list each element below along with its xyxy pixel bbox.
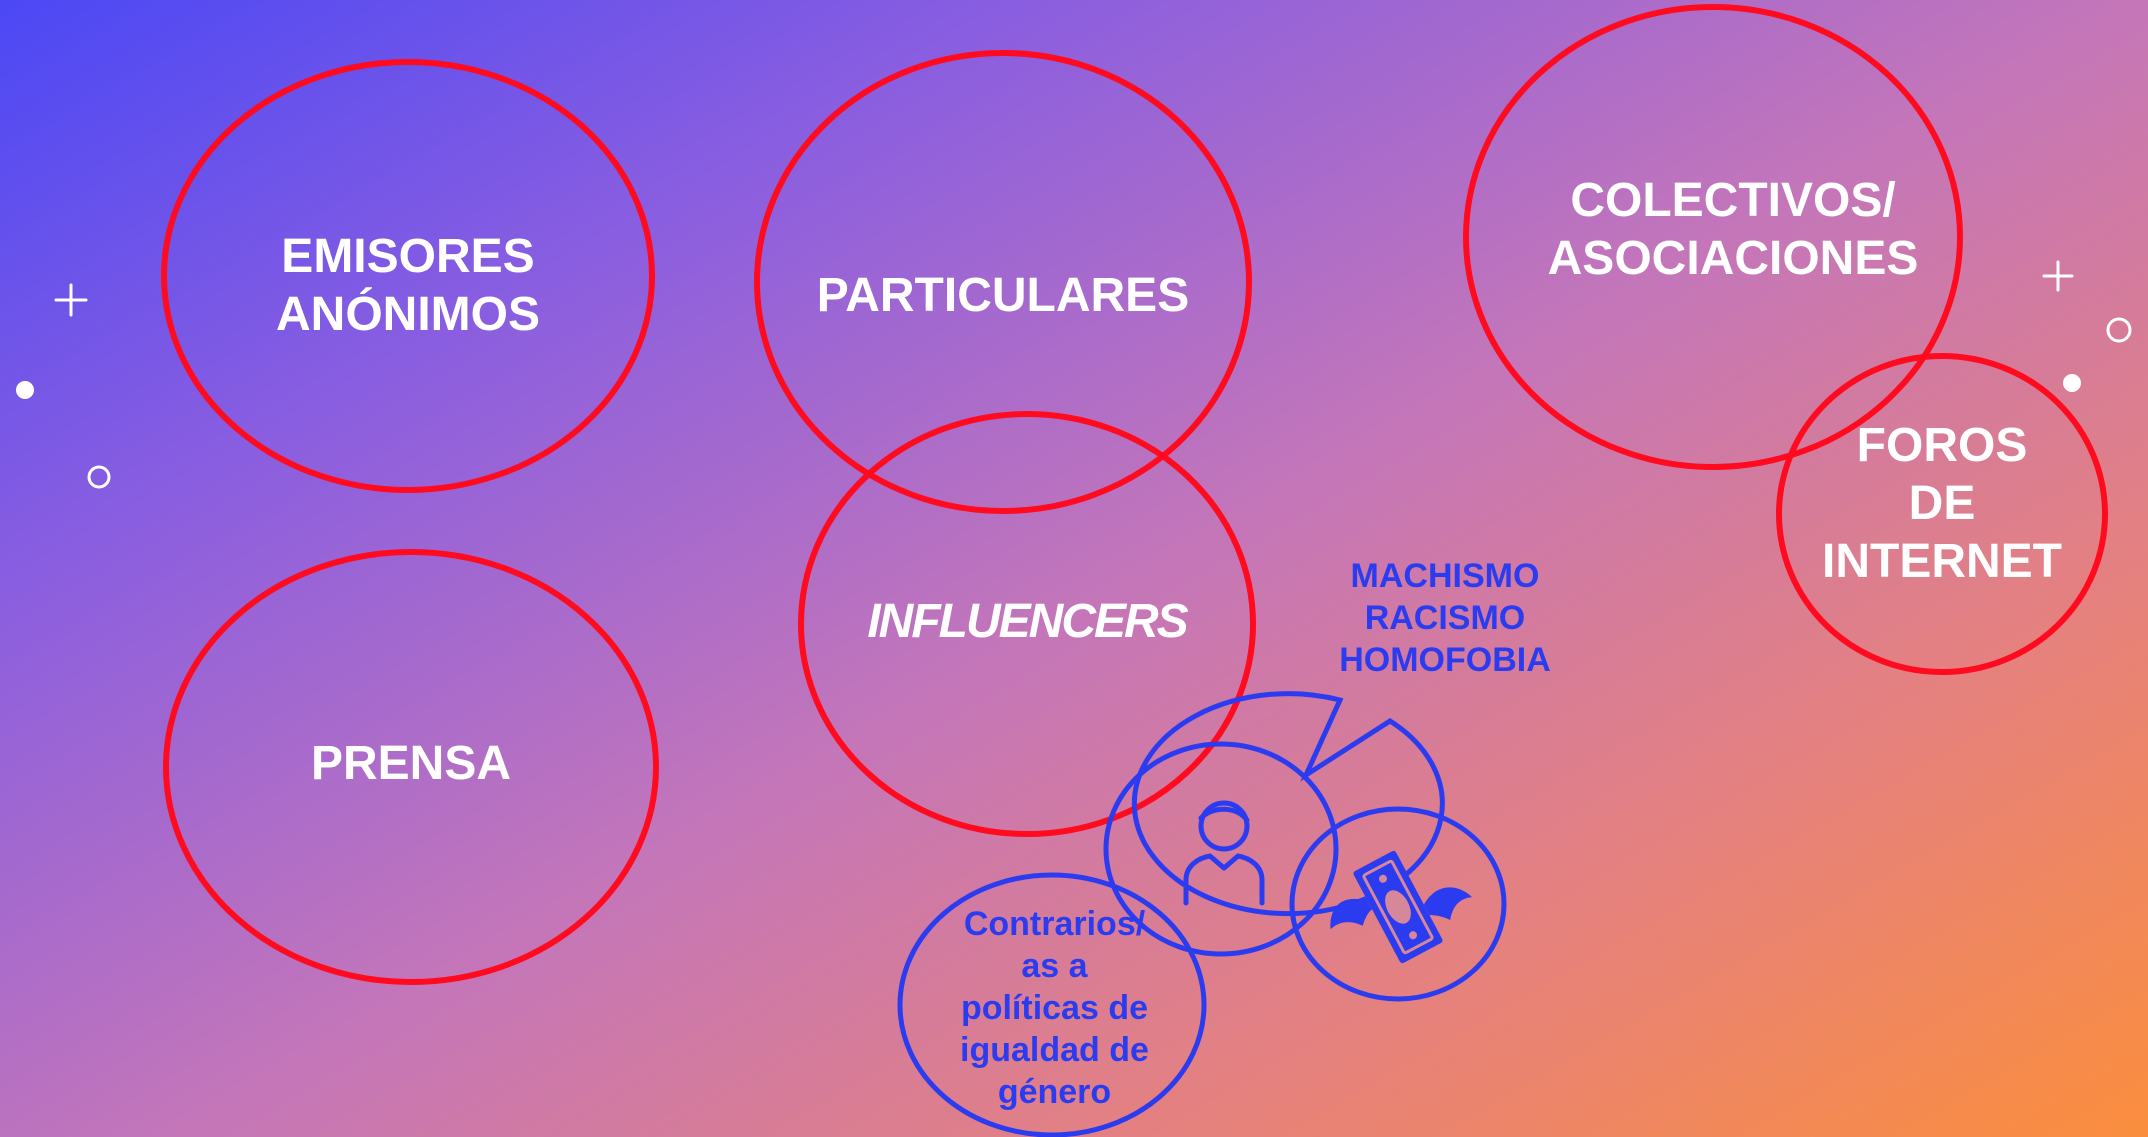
plus-icon [54, 283, 88, 317]
contrarios-label: Contrarios/ as a políticas de igualdad d… [960, 904, 1149, 1111]
particulares-label: PARTICULARES [816, 269, 1190, 322]
emisores-label: EMISORES ANÓNIMOS [276, 230, 540, 341]
person-icon [1183, 800, 1265, 906]
foros-circle [1776, 353, 2108, 675]
emisores-circle [161, 59, 655, 493]
prensa-label: PRENSA [310, 737, 512, 790]
speech-bubble [1131, 691, 1445, 917]
ring-icon [87, 465, 111, 489]
foros-label: FOROS DE INTERNET [1822, 419, 2062, 588]
dot-icon [2063, 374, 2081, 392]
colectivos-label: COLECTIVOS/ ASOCIACIONES [1547, 174, 1919, 285]
colectivos-circle [1463, 4, 1963, 470]
plus-icon [2042, 260, 2074, 292]
money-circle [1289, 806, 1507, 1002]
particulares-circle [754, 50, 1252, 514]
influencers-label: INFLUENCERS [867, 595, 1188, 648]
influencers-circle [798, 411, 1256, 837]
contrarios-circle [897, 872, 1207, 1137]
flying-money-icon [1330, 850, 1473, 964]
dot-icon [16, 381, 34, 399]
person-circle [1103, 741, 1339, 957]
prensa-circle [163, 549, 659, 985]
speech-bubble-text: MACHISMO RACISMO HOMOFOBIA [1339, 557, 1551, 679]
ring-icon [2106, 317, 2132, 343]
